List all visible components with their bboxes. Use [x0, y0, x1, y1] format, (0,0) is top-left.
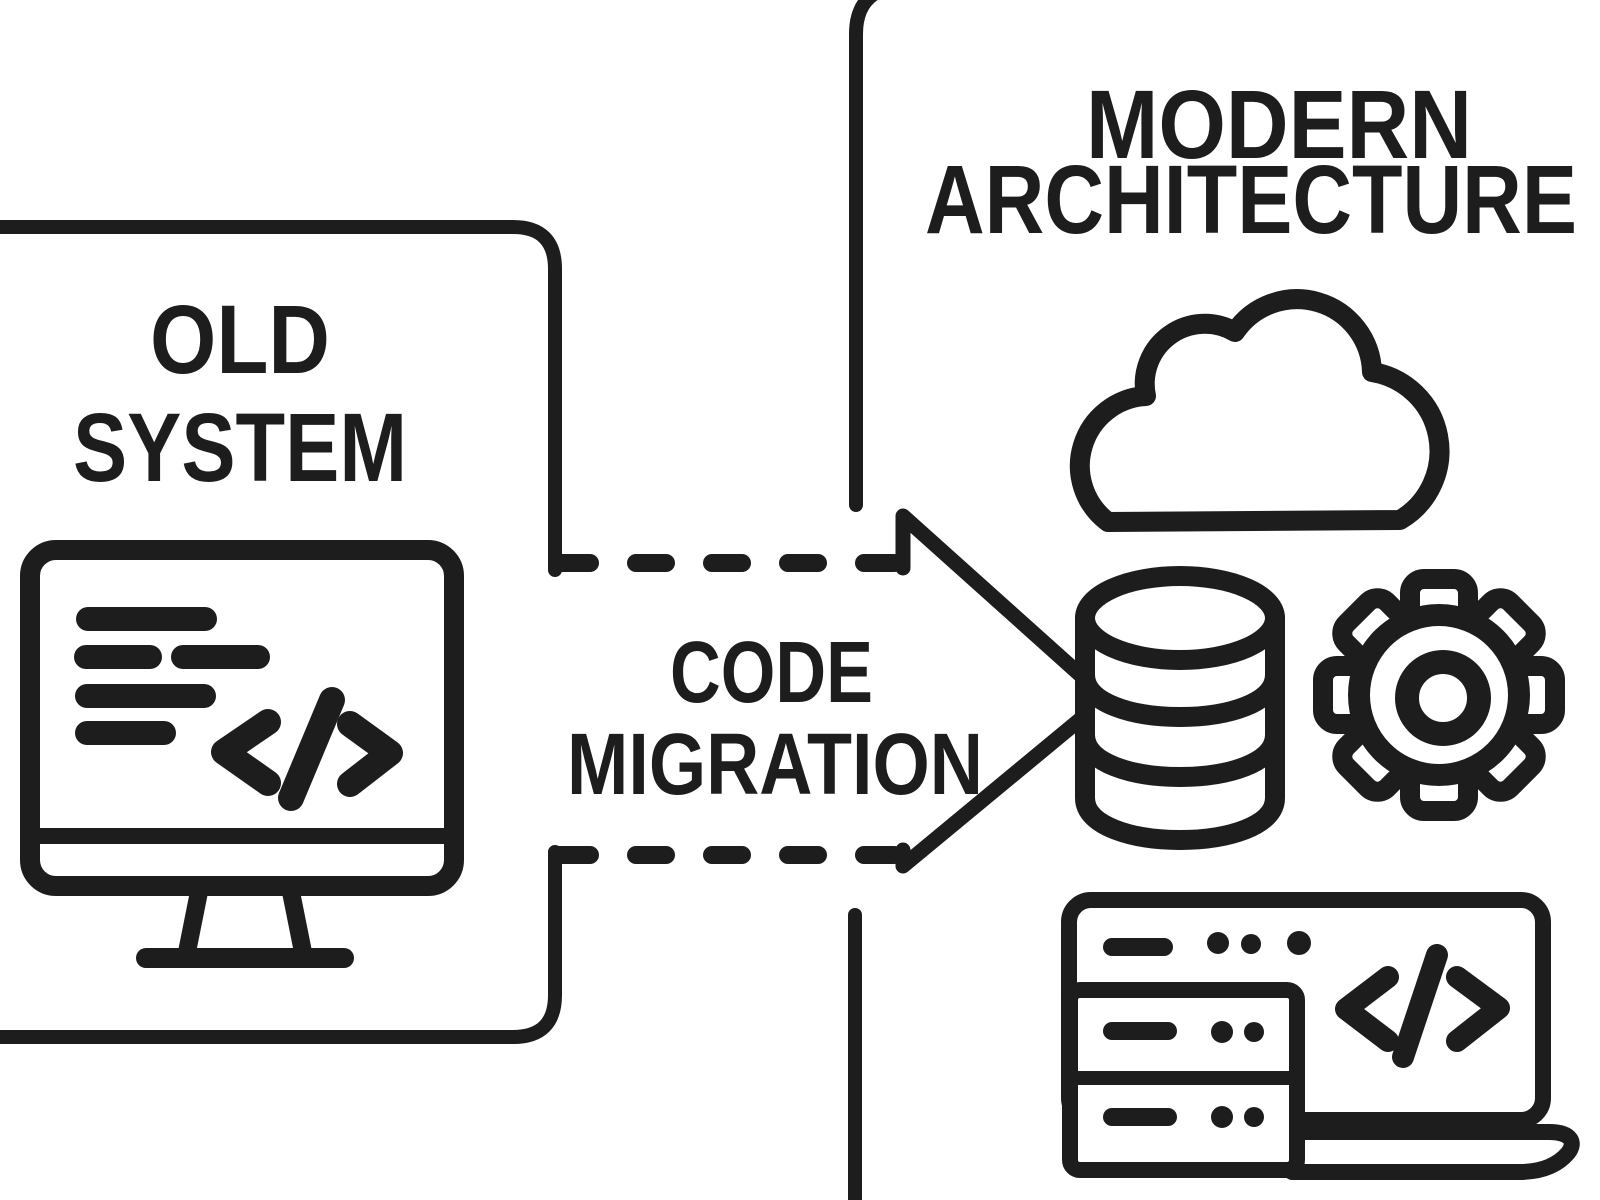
database-layer-line-1 — [1075, 665, 1285, 727]
monitor-code-icon — [20, 540, 464, 968]
cloud-icon — [1069, 289, 1450, 532]
server-row2-dot-2 — [1244, 1022, 1264, 1042]
server-laptop-code-icon — [1061, 892, 1580, 1180]
gear-icon — [1313, 569, 1565, 821]
server-row1-dot-2 — [1241, 934, 1261, 954]
monitor-stand — [178, 883, 312, 961]
monitor-frame — [20, 540, 464, 896]
migration-arrow: CODE MIGRATION — [551, 508, 1114, 874]
server-row1-dot-3 — [1287, 931, 1311, 955]
flow-label-line1: CODE — [670, 624, 873, 721]
old-system-box-border — [0, 220, 562, 1044]
laptop-code-tag-icon — [1335, 944, 1510, 1068]
gear-hole — [1395, 650, 1491, 746]
code-text-lines — [74, 607, 270, 745]
flow-label-line2: MIGRATION — [567, 716, 983, 813]
database-body-fill — [1085, 618, 1275, 840]
server-row3-dot-2 — [1244, 1107, 1264, 1127]
old-system-panel: OLD SYSTEM — [0, 220, 562, 1044]
database-top — [1075, 566, 1285, 670]
modern-title-line1: MODERN — [1086, 70, 1472, 179]
server-row1-dot-1 — [1207, 932, 1229, 954]
database-body — [1075, 608, 1285, 850]
laptop-base — [1284, 1124, 1580, 1180]
old-system-title-line1: OLD — [150, 285, 330, 394]
modern-title-line2: ARCHITECTURE — [925, 145, 1577, 254]
old-system-title-line2: SYSTEM — [73, 393, 407, 502]
modern-architecture-panel: MODERN ARCHITECTURE — [848, 0, 1580, 1200]
modern-panel-border-top — [849, 0, 878, 512]
server-row3-dot-1 — [1211, 1106, 1233, 1128]
code-tag-icon — [211, 687, 403, 811]
database-layer-line-2 — [1075, 725, 1285, 787]
server-row2-dot-1 — [1211, 1021, 1233, 1043]
database-icon — [1075, 566, 1285, 850]
